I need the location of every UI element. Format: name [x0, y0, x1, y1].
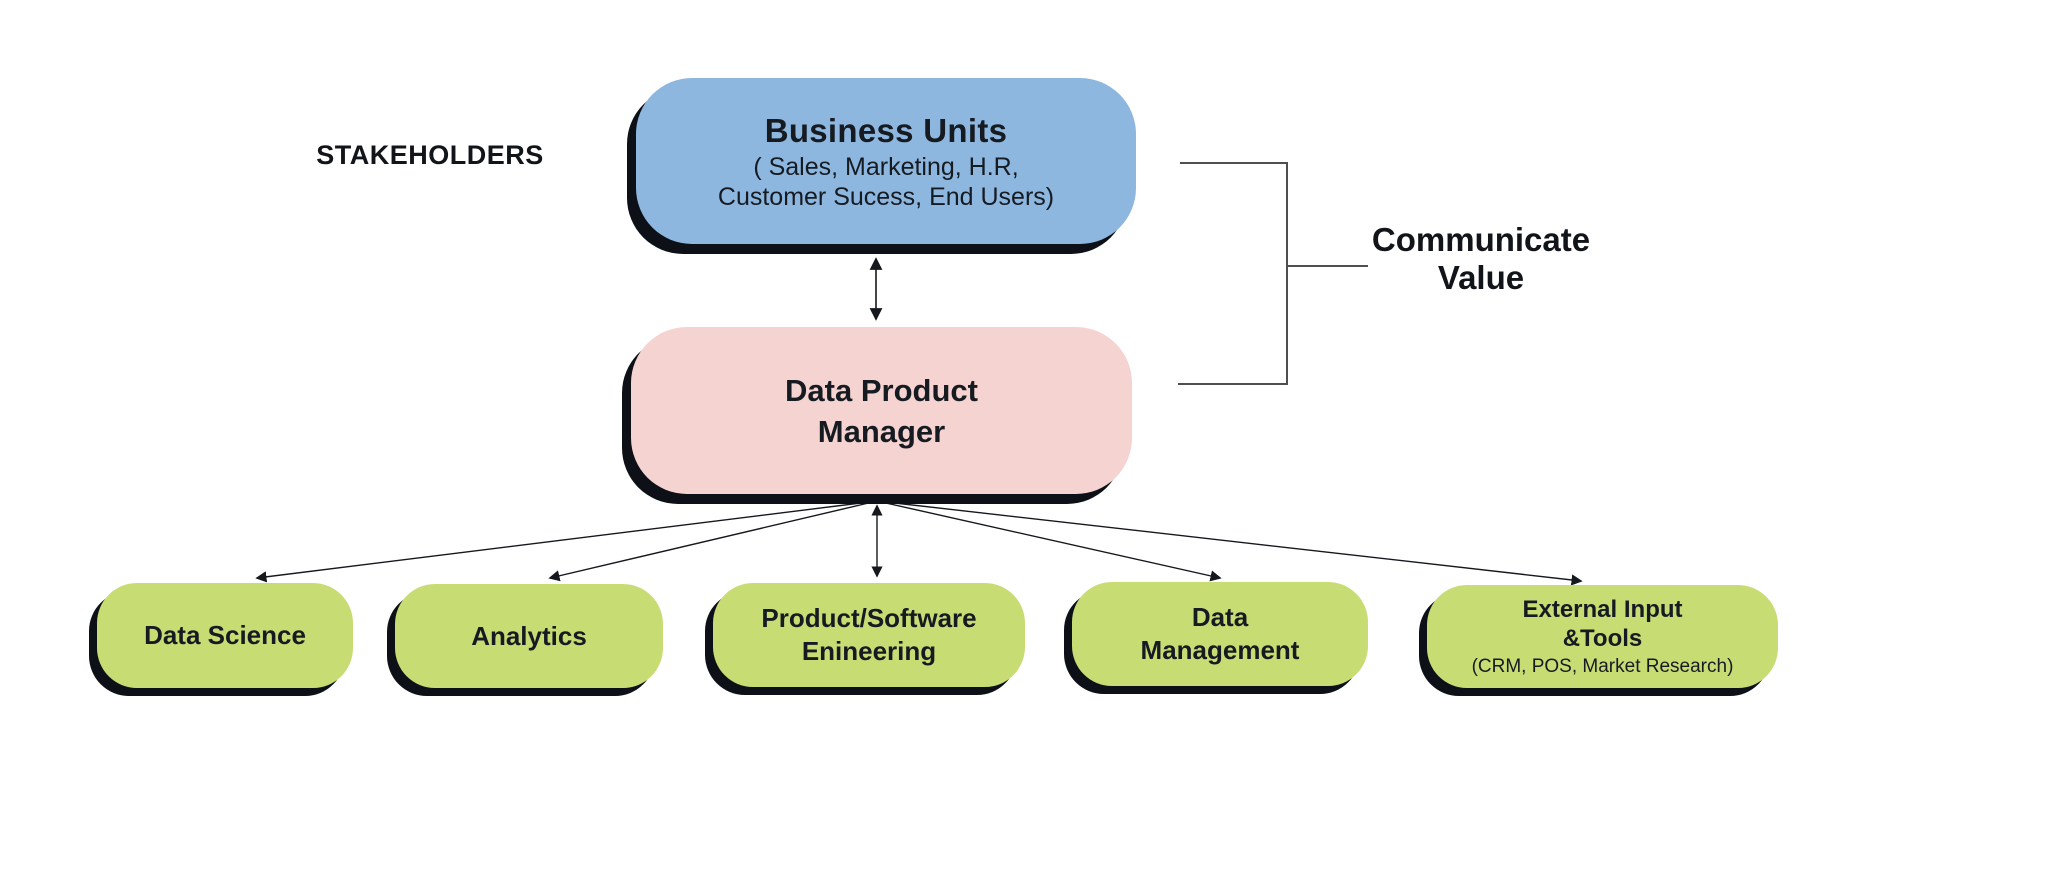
external-input-label-line2: &Tools — [1562, 624, 1643, 652]
data-product-manager-node: Data Product Manager — [631, 327, 1132, 494]
external-input-note: (CRM, POS, Market Research) — [1471, 655, 1734, 677]
analytics-label: Analytics — [471, 620, 587, 651]
analytics-node: Analytics — [395, 584, 663, 688]
engineering-label-line2: Enineering — [801, 636, 937, 666]
data-management-label-line1: Data — [1191, 602, 1249, 632]
business-units-node: Business Units ( Sales, Marketing, H.R, … — [636, 78, 1136, 244]
arrow-manager-data-management — [876, 500, 1222, 582]
communicate-value-line1: Communicate — [1371, 221, 1591, 258]
arrow-manager-data-science — [255, 500, 878, 583]
data-management-node: Data Management — [1072, 582, 1368, 686]
arrow-manager-analytics — [548, 500, 878, 582]
arrow-manager-external-input — [876, 500, 1583, 586]
data-science-node: Data Science — [97, 583, 353, 688]
manager-title-line2: Manager — [817, 413, 946, 449]
stakeholders-label: STAKEHOLDERS — [316, 140, 544, 170]
data-management-label-line2: Management — [1140, 635, 1300, 665]
engineering-label-line1: Product/Software — [761, 603, 977, 633]
communicate-value-label: Communicate Value — [1356, 221, 1606, 297]
manager-title-line1: Data Product — [785, 372, 978, 408]
business-units-subtitle-line1: ( Sales, Marketing, H.R, — [753, 153, 1019, 181]
communicate-value-line2: Value — [1437, 259, 1525, 296]
communicate-value-bracket — [1178, 162, 1288, 385]
data-science-label: Data Science — [144, 620, 306, 650]
external-input-tools-node: External Input &Tools (CRM, POS, Market … — [1427, 585, 1778, 688]
external-input-label-line1: External Input — [1522, 595, 1683, 623]
business-units-subtitle-line2: Customer Sucess, End Users) — [717, 183, 1055, 211]
product-software-engineering-node: Product/Software Enineering — [713, 583, 1025, 687]
business-units-title: Business Units — [764, 112, 1008, 149]
